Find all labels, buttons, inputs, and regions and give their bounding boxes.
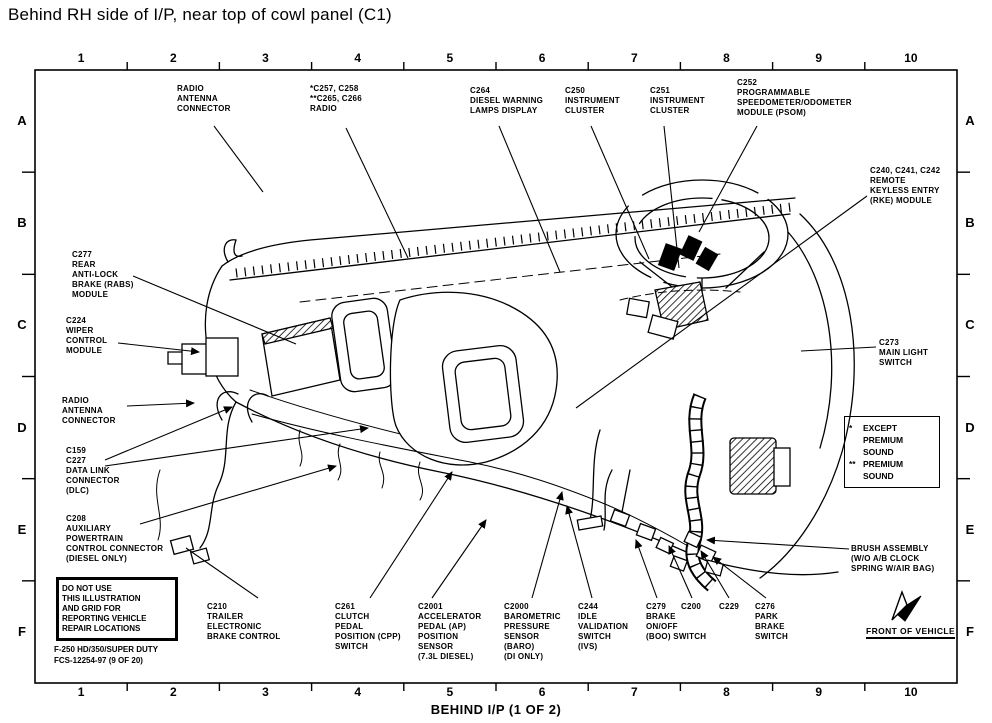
- leader-lines: [104, 125, 877, 599]
- callout-c279: C279 BRAKE ON/OFF (BOO) SWITCH: [646, 602, 707, 641]
- grid-col-5: 5: [446, 51, 454, 65]
- callout-c200: C200: [681, 602, 702, 611]
- premium-legend-text: SOUND: [863, 471, 894, 481]
- grid-row-C: C: [17, 317, 27, 333]
- callout-c244: C244 IDLE VALIDATION SWITCH (IVS): [578, 602, 629, 651]
- callout-radio-antenna-top: RADIO ANTENNA CONNECTOR: [177, 84, 231, 113]
- grid-col-3: 3: [262, 685, 269, 699]
- callout-c277: C277 REAR ANTI-LOCK BRAKE (RABS) MODULE: [72, 250, 134, 299]
- front-of-vehicle-label: FRONT OF VEHICLE: [866, 626, 956, 639]
- grid-row-A: A: [965, 113, 975, 129]
- grid-row-D: D: [965, 419, 975, 435]
- premium-legend-row: PREMIUM: [849, 434, 937, 446]
- grid-col-6: 6: [538, 685, 546, 699]
- grid-col-1: 1: [77, 685, 85, 699]
- callout-c261: C261 CLUTCH PEDAL POSITION (CPP) SWITCH: [335, 602, 401, 651]
- premium-sound-legend: * EXCEPT PREMIUM SOUND ** PREMIUM SOUND: [844, 416, 940, 488]
- callout-c250: C250 INSTRUMENT CLUSTER: [565, 86, 620, 115]
- callout-c264: C264 DIESEL WARNING LAMPS DISPLAY: [470, 86, 544, 115]
- grid-col-8: 8: [723, 51, 730, 65]
- grid-col-2: 2: [169, 685, 177, 699]
- premium-legend-marker: [849, 470, 863, 482]
- grid-col-5: 5: [446, 685, 454, 699]
- callout-c251: C251 INSTRUMENT CLUSTER: [650, 86, 705, 115]
- grid-col-4: 4: [354, 685, 362, 699]
- callout-c276: C276 PARK BRAKE SWITCH: [755, 602, 789, 641]
- premium-legend-row: ** PREMIUM: [849, 458, 937, 470]
- premium-legend-text: SOUND: [863, 447, 894, 457]
- callout-c208: C208 AUXILIARY POWERTRAIN CONTROL CONNEC…: [66, 514, 164, 563]
- grid-row-E: E: [965, 521, 975, 537]
- grid-col-6: 6: [538, 51, 546, 65]
- grid-row-D: D: [17, 419, 27, 435]
- premium-legend-text: PREMIUM: [863, 435, 904, 445]
- callout-c273: C273 MAIN LIGHT SWITCH: [879, 338, 929, 367]
- grid-col-4: 4: [354, 51, 362, 65]
- grid-col-10: 10: [904, 51, 918, 65]
- callout-c2001: C2001 ACCELERATOR PEDAL (AP) POSITION SE…: [418, 602, 482, 661]
- premium-legend-row: * EXCEPT: [849, 422, 937, 434]
- grid-col-7: 7: [630, 51, 638, 65]
- premium-legend-marker: [849, 446, 863, 458]
- callout-c224: C224 WIPER CONTROL MODULE: [66, 316, 108, 355]
- premium-legend-row: SOUND: [849, 470, 937, 482]
- callout-c240: C240, C241, C242 REMOTE KEYLESS ENTRY (R…: [870, 166, 941, 205]
- grid-col-1: 1: [77, 51, 85, 65]
- grid-col-8: 8: [723, 685, 730, 699]
- grid-col-3: 3: [262, 51, 269, 65]
- diagram-caption: BEHIND I/P (1 OF 2): [430, 702, 562, 717]
- premium-legend-text: PREMIUM: [863, 459, 904, 469]
- premium-legend-row: SOUND: [849, 446, 937, 458]
- grid-row-A: A: [17, 113, 27, 129]
- grid-col-9: 9: [815, 51, 823, 65]
- callout-c229: C229: [719, 602, 740, 611]
- grid-col-7: 7: [630, 685, 638, 699]
- grid-row-C: C: [965, 317, 975, 333]
- grid-row-B: B: [965, 215, 975, 231]
- grid-row-F: F: [18, 623, 26, 639]
- premium-legend-marker: [849, 434, 863, 446]
- grid-row-F: F: [966, 623, 974, 639]
- premium-legend-marker: **: [849, 459, 856, 469]
- premium-legend-text: EXCEPT: [863, 423, 898, 433]
- callout-c159-c227: C159 C227 DATA LINK CONNECTOR (DLC): [66, 446, 120, 495]
- callout-c252: C252 PROGRAMMABLE SPEEDOMETER/ODOMETER M…: [737, 78, 852, 117]
- callout-radio-antenna-left: RADIO ANTENNA CONNECTOR: [62, 396, 116, 425]
- page-title: Behind RH side of I/P, near top of cowl …: [8, 5, 392, 24]
- front-of-vehicle-arrow-icon: [891, 589, 922, 622]
- dashboard-illustration: [156, 179, 855, 592]
- callout-brush-assembly: BRUSH ASSEMBLY (W/O A/B CLOCK SPRING W/A…: [851, 544, 935, 573]
- callout-c2000: C2000 BAROMETRIC PRESSURE SENSOR (BARO) …: [504, 602, 561, 661]
- premium-legend-marker: *: [849, 423, 853, 433]
- grid-ticks: [22, 62, 970, 691]
- grid-row-B: B: [17, 215, 27, 231]
- sheet-reference-note: F-250 HD/350/SUPER DUTY FCS-12254-97 (9 …: [54, 645, 159, 665]
- callout-c210: C210 TRAILER ELECTRONIC BRAKE CONTROL: [207, 602, 281, 641]
- grid-col-10: 10: [904, 685, 918, 699]
- grid-col-9: 9: [815, 685, 823, 699]
- do-not-use-note: DO NOT USE THIS ILLUSTRATION AND GRID FO…: [56, 577, 178, 641]
- callout-radio-c257: *C257, C258 **C265, C266 RADIO: [310, 84, 362, 113]
- grid-col-2: 2: [169, 51, 177, 65]
- grid-row-E: E: [17, 521, 27, 537]
